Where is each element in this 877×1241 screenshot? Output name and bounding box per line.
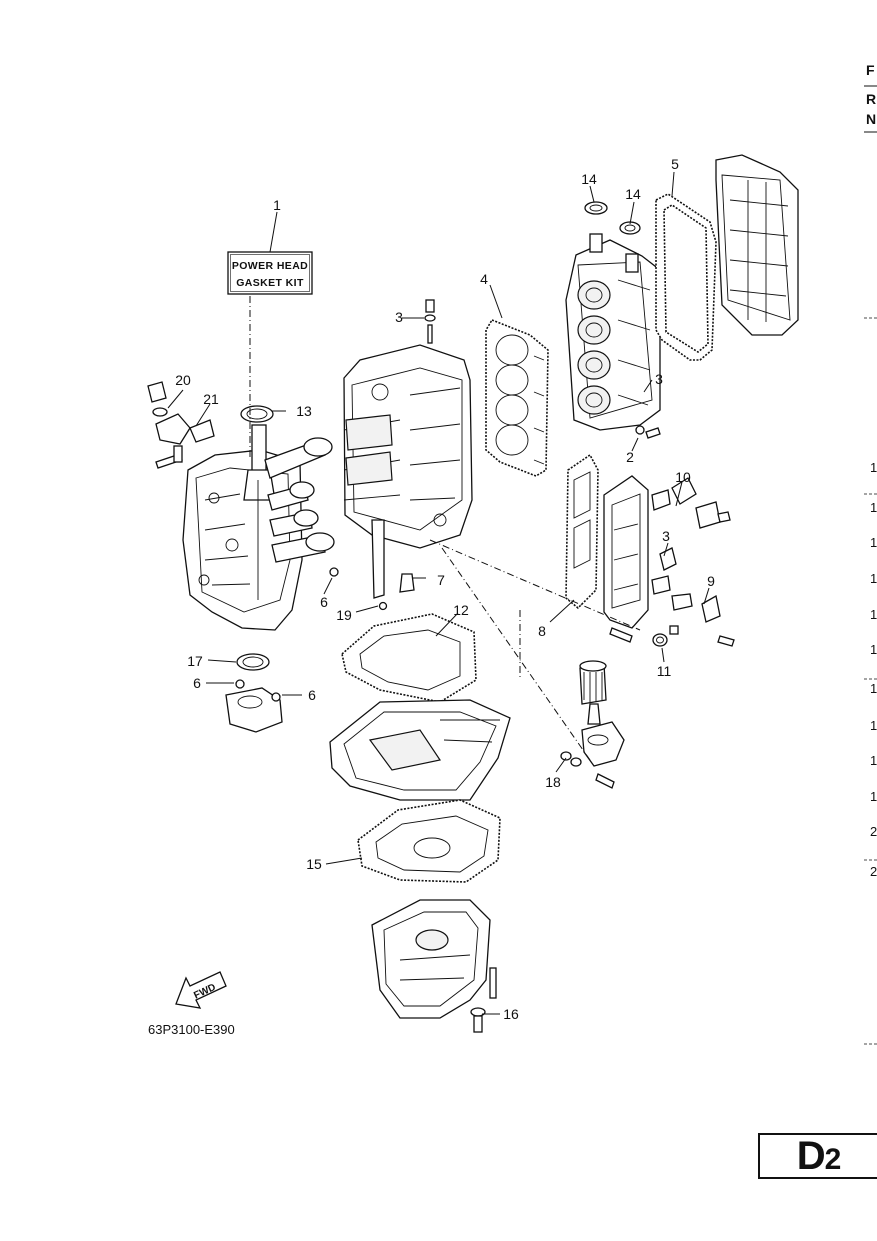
page-id-letter: D: [796, 1134, 826, 1178]
callout-13: 13: [296, 403, 312, 419]
callout-11: 11: [657, 663, 672, 679]
callout-6-block: 6: [320, 594, 328, 610]
callout-21: 21: [203, 391, 219, 407]
edge-num: 1: [870, 642, 877, 657]
edge-num: 1: [870, 607, 877, 622]
callout-14-left: 14: [581, 171, 597, 187]
callout-10: 10: [675, 469, 691, 485]
reference-code: 63P3100-E390: [148, 1022, 235, 1037]
cylinder-block: [329, 299, 473, 611]
page-id-number: 2: [824, 1143, 842, 1176]
page-id: D2: [796, 1134, 842, 1178]
edge-header-n: N: [866, 111, 876, 127]
edge-num: 1: [870, 535, 877, 550]
gasket-kit-label: POWER HEAD GASKET KIT: [227, 251, 313, 295]
oil-pan-upper-gasket: [341, 613, 477, 703]
head-gasket: [485, 319, 549, 477]
page-id-badge: D2: [758, 1133, 877, 1179]
fwd-arrow: FWD: [175, 971, 227, 1009]
exhaust-cover: [603, 475, 735, 647]
callout-3-head: 3: [655, 371, 663, 387]
edge-header-r: R: [866, 91, 876, 107]
callout-7: 7: [437, 572, 445, 588]
edge-num: 1: [870, 718, 877, 733]
oil-pan-lower-gasket: [357, 799, 501, 883]
callout-numbers: 1 2 3 3 3 4 5 6 6 6 7 8 9 10 11 12 13 14…: [175, 156, 715, 1022]
callout-17: 17: [187, 653, 203, 669]
callout-20: 20: [175, 372, 191, 388]
callout-18: 18: [545, 774, 561, 790]
callout-14-right: 14: [625, 186, 641, 202]
callout-2: 2: [626, 449, 634, 465]
edge-num: 1: [870, 789, 877, 804]
callout-12: 12: [453, 602, 469, 618]
callout-15: 15: [306, 856, 322, 872]
edge-num: 1: [870, 500, 877, 515]
crankcase-assembly: [147, 381, 335, 733]
lower-oil-pan: [371, 899, 497, 1033]
cylinder-head: [565, 201, 661, 439]
kit-label-line2: GASKET KIT: [236, 277, 304, 289]
callout-16: 16: [503, 1006, 519, 1022]
edge-num: 2: [870, 824, 877, 839]
assembly-lines: [249, 296, 641, 761]
edge-num: 1: [870, 753, 877, 768]
callout-8: 8: [538, 623, 546, 639]
callout-6-pump-left: 6: [193, 675, 201, 691]
oil-filter-assembly: [560, 660, 625, 789]
upper-oil-pan: [329, 699, 511, 801]
right-edge-column: F R N 1 1 1 1 1 1 1 1 1 1 2 2: [864, 62, 877, 1045]
callout-1: 1: [273, 197, 281, 213]
callout-3-block: 3: [395, 309, 403, 325]
edge-num: 1: [870, 460, 877, 475]
head-cover-gasket: [655, 193, 717, 361]
callout-9: 9: [707, 573, 715, 589]
edge-header-f: F: [866, 62, 875, 78]
leader-lines: [167, 171, 710, 1015]
edge-num: 1: [870, 571, 877, 586]
callout-19: 19: [336, 607, 352, 623]
callout-6-pump-right: 6: [308, 687, 316, 703]
callout-4: 4: [480, 271, 488, 287]
kit-label-line1: POWER HEAD: [232, 260, 308, 272]
exhaust-cover-gasket: [565, 453, 599, 610]
edge-num: 1: [870, 681, 877, 696]
callout-5: 5: [671, 156, 679, 172]
callout-3-cover: 3: [662, 528, 670, 544]
edge-num: 2: [870, 864, 877, 879]
cylinder-head-cover: [715, 154, 799, 336]
